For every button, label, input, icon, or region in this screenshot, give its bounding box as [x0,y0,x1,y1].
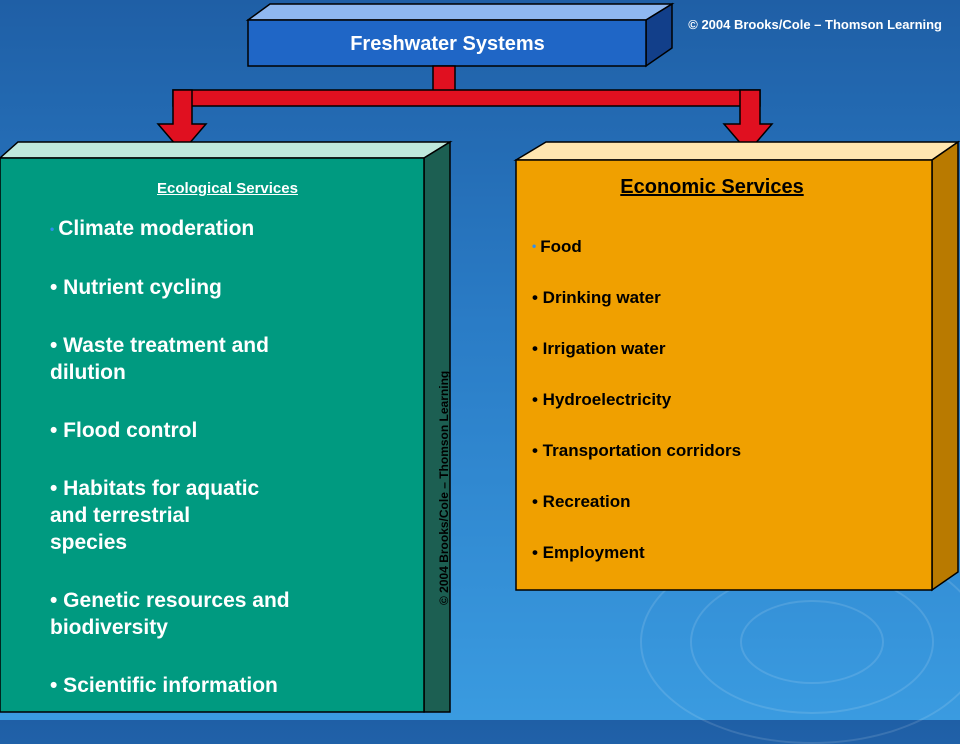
economic-box-front [515,159,933,591]
economic-services-panel: Economic Services •Food • Drinking water… [532,176,932,594]
list-item: • Scientific information [50,674,278,697]
ecological-services-panel: Ecological Services •Climate moderation … [50,180,410,730]
list-item: • Employment [532,543,645,562]
connector-arrows [156,65,774,154]
list-item: •Food [532,237,932,288]
bullet-icon: • [532,239,537,253]
diagram-graphics [0,2,960,713]
diagram-title: Freshwater Systems [350,32,545,55]
list-item: • Recreation [532,492,631,511]
list-item: • Transportation corridors [532,441,742,460]
list-item: • Nutrient cycling [50,276,222,299]
arrow-left [156,89,208,154]
title-box-top [245,3,675,21]
bullet-icon: • [50,222,55,236]
economic-box-top [513,141,960,161]
ecological-heading: Ecological Services [157,180,298,197]
list-item: • Genetic resources and biodiversity [50,589,290,639]
economic-list: •Food • Drinking water • Irrigation wate… [532,237,932,594]
list-item: • Habitats for aquatic and terrestrial s… [50,477,260,554]
ecological-box-front [0,157,425,713]
list-item: • Waste treatment and dilution [50,334,269,384]
arrow-right [722,89,774,154]
list-item: •Climate moderation [50,215,410,243]
list-item-text: Climate moderation [58,217,255,240]
ecological-box-top [0,141,453,159]
list-item: • Hydroelectricity [532,390,672,409]
water-ripple [740,600,884,684]
list-item: • Flood control [50,419,198,442]
economic-box-side [931,140,959,592]
side-credit: © 2004 Brooks/Cole – Thomson Learning [437,370,451,605]
copyright-notice: © 2004 Brooks/Cole – Thomson Learning [688,17,942,32]
economic-heading: Economic Services [620,176,804,198]
list-item: • Irrigation water [532,339,666,358]
ecological-list: •Climate moderation • Nutrient cycling •… [50,215,410,699]
title-box-front [247,19,647,67]
list-item-text: Food [540,237,582,256]
arrow-stem-center [432,65,456,93]
list-item: • Drinking water [532,288,661,307]
arrow-horizontal-bar [172,89,761,107]
